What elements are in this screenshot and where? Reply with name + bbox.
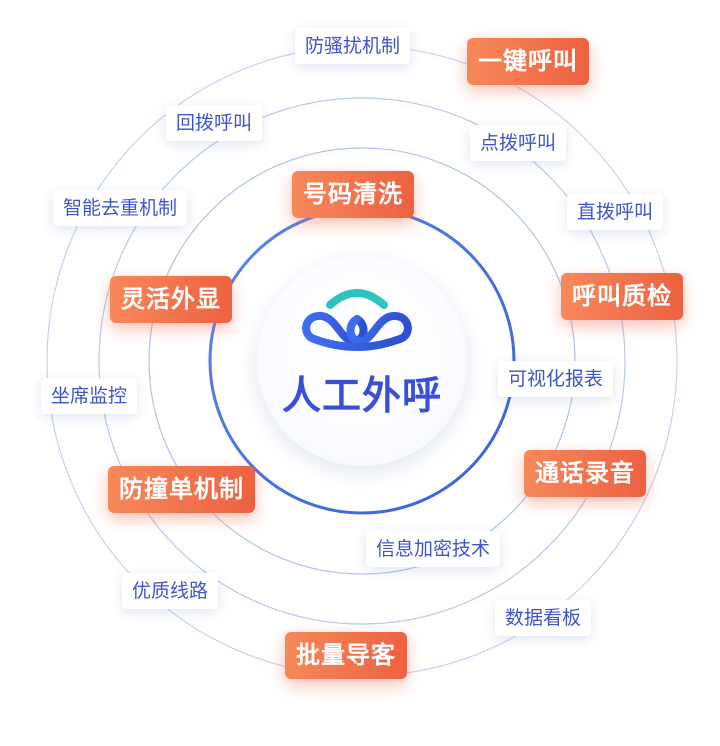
label-visual-report: 可视化报表 — [498, 361, 614, 397]
label-data-dashboard: 数据看板 — [495, 600, 592, 636]
label-quality-lines: 优质线路 — [122, 573, 219, 609]
label-flexible-caller-id: 灵活外显 — [110, 276, 232, 323]
label-call-recording: 通话录音 — [524, 450, 646, 497]
label-anti-collision: 防撞单机制 — [108, 466, 255, 513]
label-click-dial: 点拨呼叫 — [470, 125, 567, 161]
label-one-click-call: 一键呼叫 — [467, 38, 589, 85]
label-direct-dial: 直拨呼叫 — [567, 194, 664, 230]
label-smart-dedup: 智能去重机制 — [53, 190, 188, 226]
cloud-logo-icon — [302, 289, 412, 351]
label-anti-harassment: 防骚扰机制 — [295, 28, 411, 64]
label-encryption: 信息加密技术 — [366, 531, 501, 567]
label-agent-monitor: 坐席监控 — [41, 378, 138, 414]
label-number-cleaning: 号码清洗 — [292, 171, 414, 218]
label-batch-import: 批量导客 — [285, 632, 407, 679]
third-ring — [98, 97, 626, 625]
center-title: 人工外呼 — [281, 374, 442, 419]
label-call-quality-check: 呼叫质检 — [561, 273, 683, 320]
label-callback: 回拨呼叫 — [166, 105, 263, 141]
